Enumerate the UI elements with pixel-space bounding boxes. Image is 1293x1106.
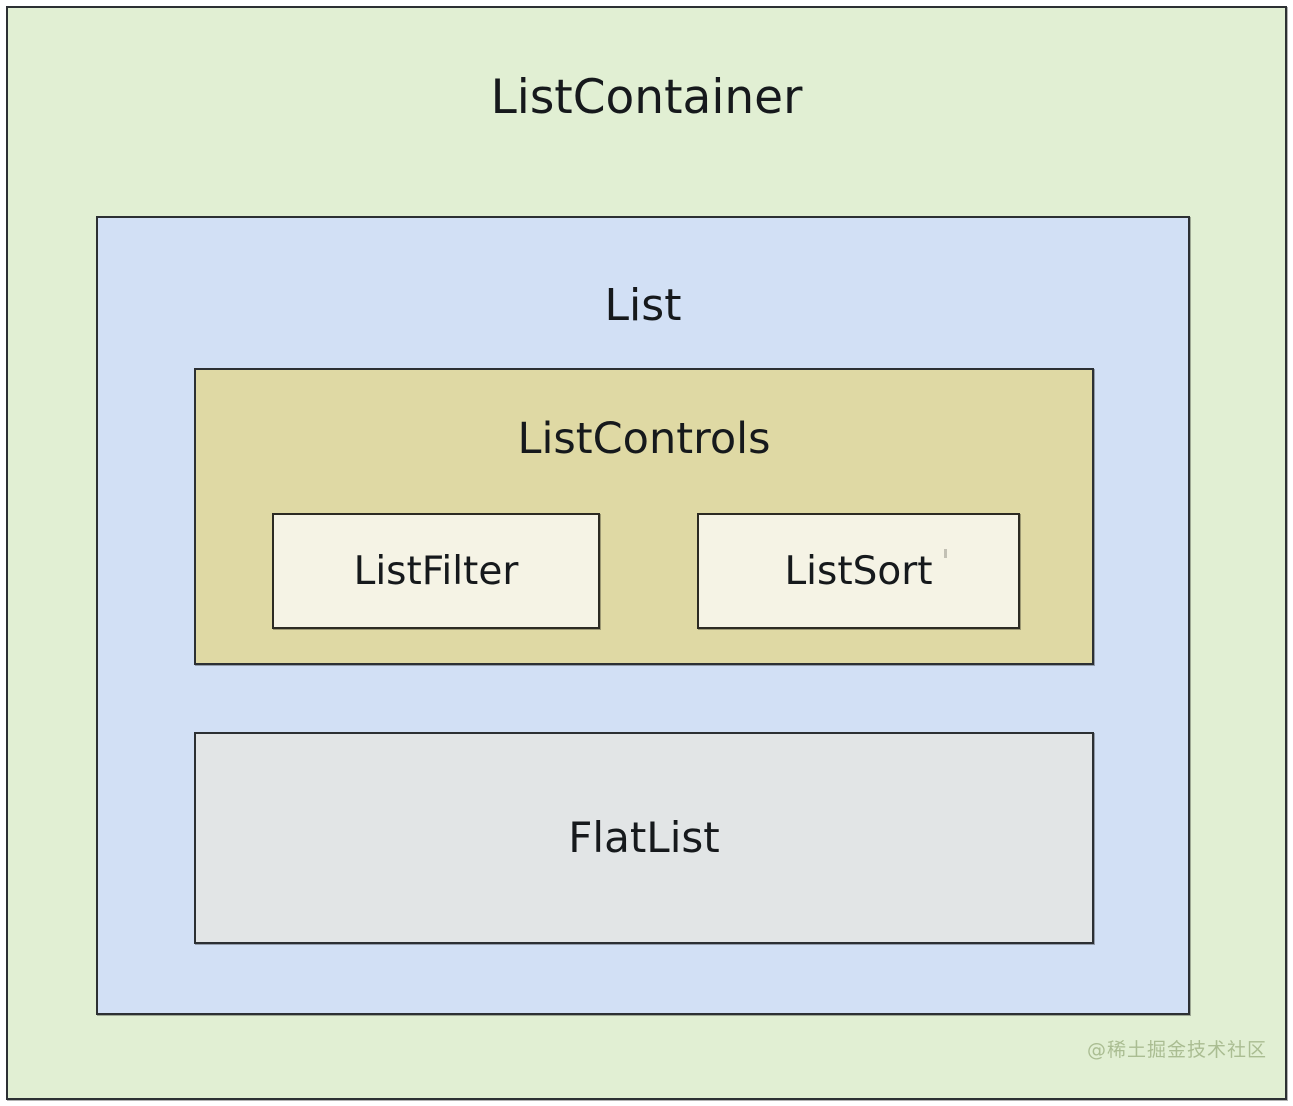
list-controls-label: ListControls: [517, 414, 771, 464]
list-sort-box[interactable]: ListSort: [697, 513, 1020, 629]
watermark-text: @稀土掘金技术社区: [1086, 1039, 1267, 1061]
render-artifact-mark: [944, 549, 947, 558]
list-label: List: [604, 280, 682, 331]
list-container-label: ListContainer: [490, 70, 803, 125]
flat-list-label: FlatList: [568, 813, 720, 862]
list-filter-label: ListFilter: [353, 548, 519, 594]
flat-list-box[interactable]: FlatList: [194, 732, 1094, 944]
list-sort-label: ListSort: [784, 548, 933, 594]
list-container-box[interactable]: ListContainer List ListControls ListFilt…: [6, 6, 1287, 1100]
list-filter-box[interactable]: ListFilter: [272, 513, 600, 629]
list-box[interactable]: List ListControls ListFilter ListSort Fl…: [96, 216, 1190, 1015]
list-controls-box[interactable]: ListControls ListFilter ListSort: [194, 368, 1094, 665]
